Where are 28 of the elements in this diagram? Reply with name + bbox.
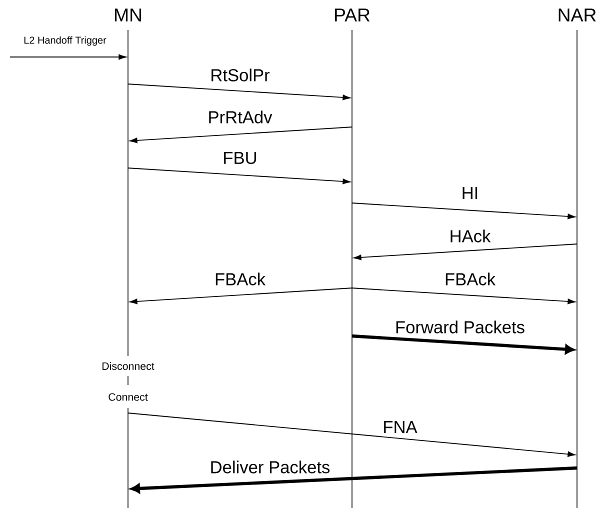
edge-label: PrRtAdv	[206, 109, 274, 125]
lifeline-header: PAR	[335, 8, 370, 22]
arrow	[128, 168, 350, 184]
arrow	[130, 126, 352, 144]
edge-label: FBAck	[213, 271, 267, 287]
arrow	[130, 288, 352, 304]
edge-label: HAck	[448, 228, 492, 244]
edge-label: RtSolPr	[208, 67, 272, 83]
edge-label: FNA	[381, 420, 419, 434]
edge-label: Forward Packets	[394, 319, 526, 335]
edge-label: Deliver Packets	[208, 459, 332, 475]
edge-label: L2 Handoff Trigger	[22, 35, 108, 47]
edge-label: HI	[460, 186, 480, 200]
state-label: Disconnect	[102, 362, 154, 370]
lifeline	[576, 30, 578, 508]
arrow	[10, 54, 126, 60]
lifeline-header: MN	[115, 8, 141, 22]
arrow	[128, 412, 576, 457]
state-label: Connect	[108, 393, 148, 401]
arrow	[352, 202, 576, 220]
lifeline-header: NAR	[558, 8, 596, 22]
arrow	[352, 288, 576, 304]
arrow	[128, 84, 350, 100]
arrow	[352, 334, 574, 354]
edge-label: FBU	[221, 150, 259, 166]
edge-label: FBAck	[443, 271, 497, 287]
arrow	[130, 466, 578, 494]
arrow	[354, 244, 578, 260]
